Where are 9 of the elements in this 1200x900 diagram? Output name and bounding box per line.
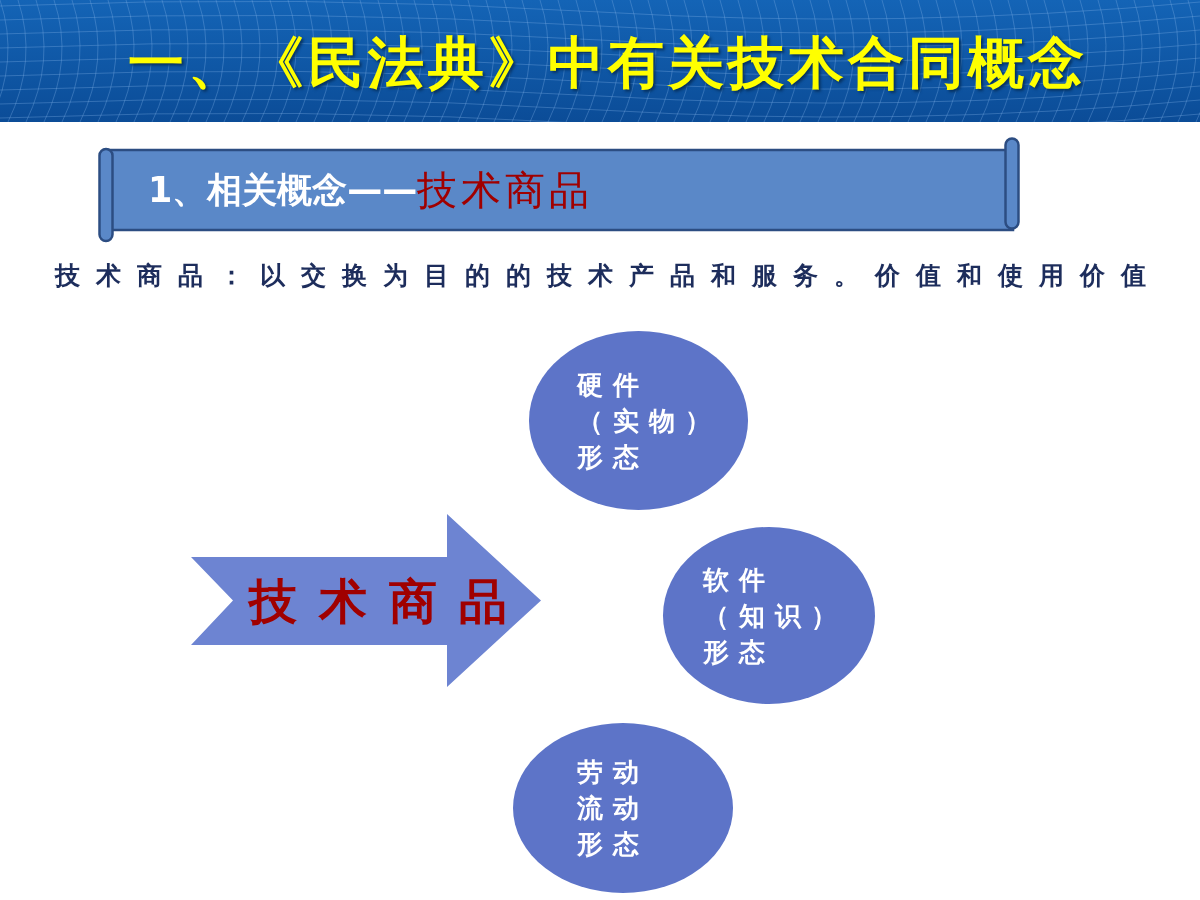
heading-text: 1、相关概念—— [148,172,418,208]
description-text: 技术商品：以交换为目的的技术产品和服务。价值和使用价值 [55,260,1162,292]
arrow-label: 技术商品 [249,576,529,625]
block-arrow [191,514,541,687]
ellipse-label: 硬件（实物）形态 [577,368,722,474]
heading-highlight: 技术商品 [417,170,594,210]
ellipse-label: 劳动流动形态 [577,756,650,861]
slide-title: 一、《民法典》中有关技术合同概念 [128,28,1088,97]
ellipse-label: 软件（知识）形态 [703,563,848,669]
